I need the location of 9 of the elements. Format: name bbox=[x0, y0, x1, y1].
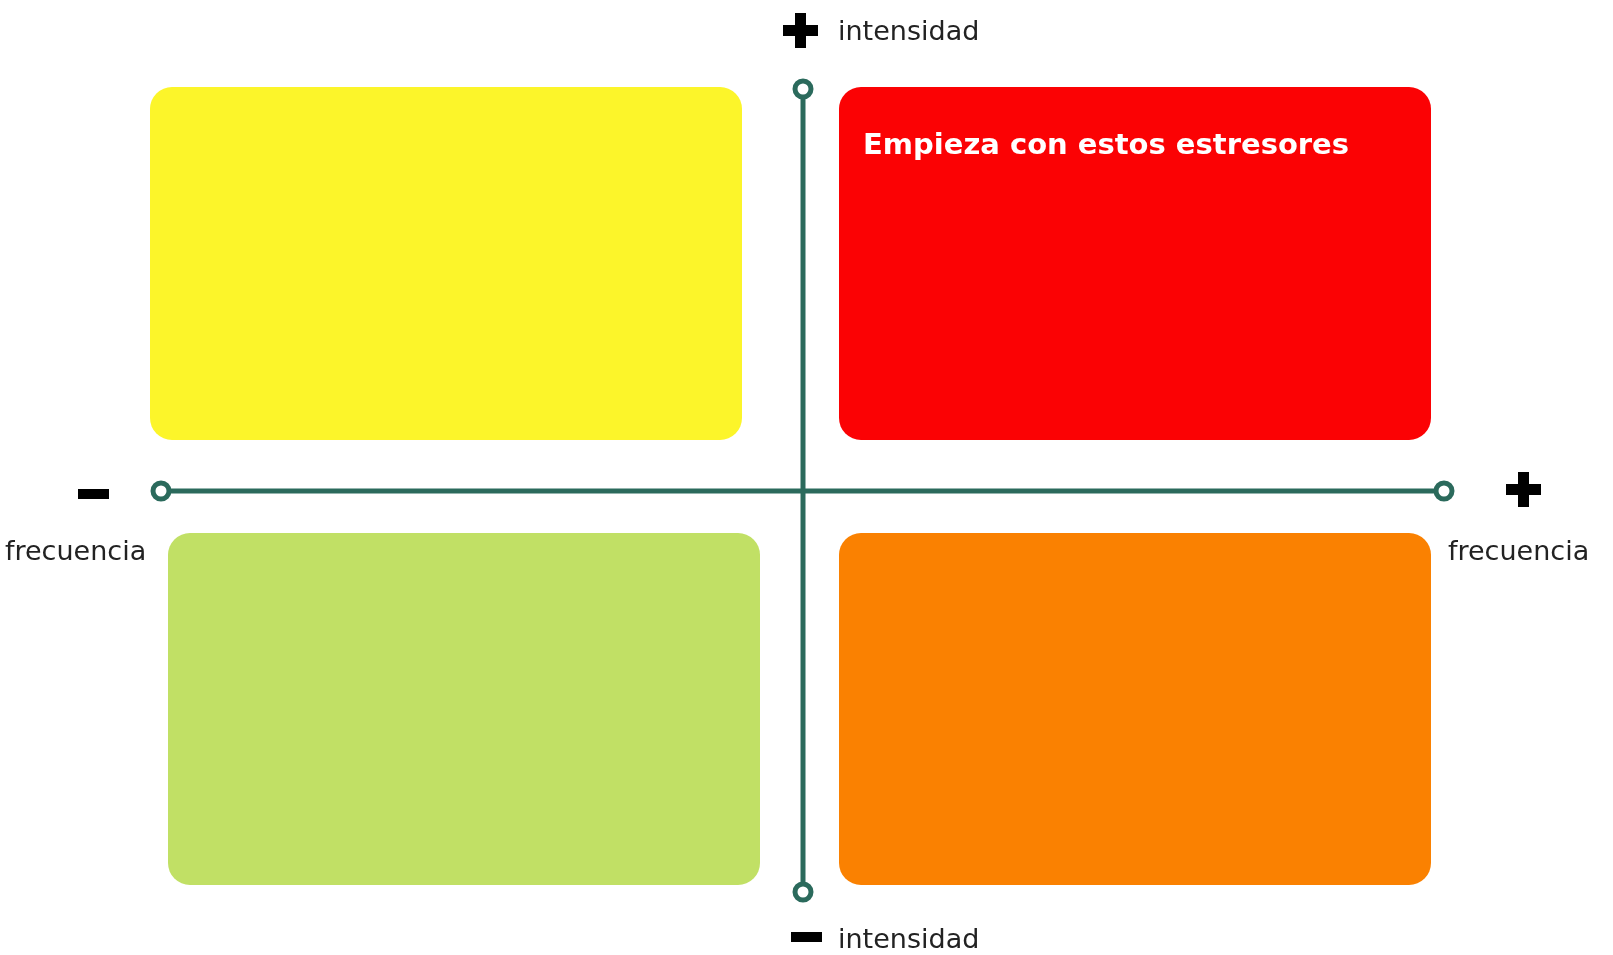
axis-label: frecuencia bbox=[1448, 535, 1590, 566]
quadrant-box bbox=[839, 87, 1431, 440]
axis-label: intensidad bbox=[838, 923, 980, 954]
quadrant-heading: Empieza con estos estresores bbox=[863, 127, 1350, 161]
quadrant-box bbox=[150, 87, 742, 440]
quadrant-box bbox=[168, 533, 760, 885]
quadrant-box bbox=[839, 533, 1431, 885]
axis-label: intensidad bbox=[838, 15, 980, 46]
axis-label: frecuencia bbox=[5, 535, 147, 566]
